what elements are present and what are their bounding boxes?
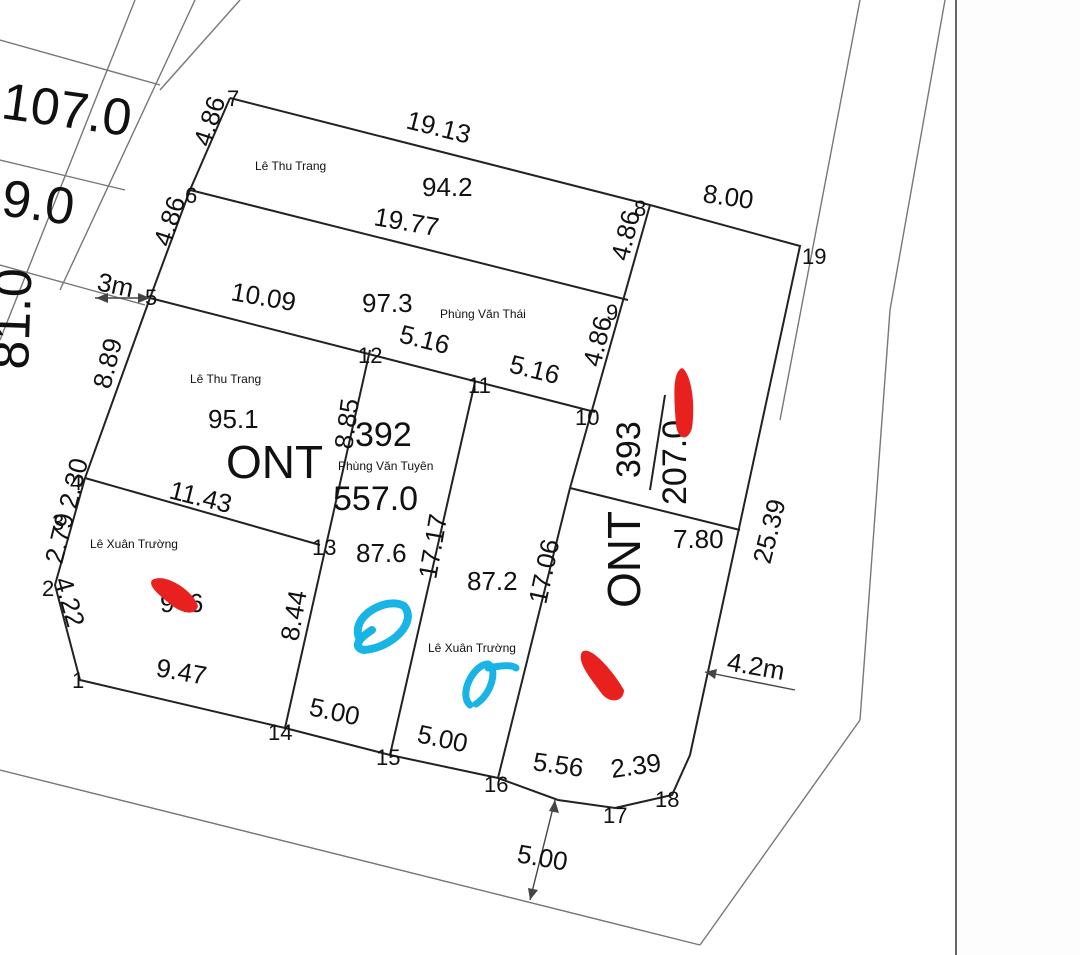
area-87-6: 87.6	[356, 538, 407, 568]
dimension-arrows	[96, 293, 717, 900]
owner-le-thu-trang-top: Lê Thu Trang	[255, 159, 326, 173]
area-95-1: 95.1	[208, 404, 259, 434]
parcel-number-393: 393	[610, 421, 648, 478]
dim-10-09: 10.09	[229, 276, 298, 317]
parcel-lines	[53, 97, 802, 901]
dim-2-79: 2.79	[39, 510, 80, 566]
road-boundaries	[0, 0, 946, 946]
dim-25-39: 25.39	[747, 496, 792, 566]
area-87-2: 87.2	[467, 566, 518, 596]
blue-mark-loop	[462, 660, 520, 709]
owner-le-thu-trang-mid: Lê Thu Trang	[190, 372, 261, 386]
dim-5-56: 5.56	[531, 746, 585, 783]
dim-2-39: 2.39	[609, 747, 663, 784]
point-12: 12	[358, 343, 382, 368]
hand-marks	[151, 368, 694, 709]
owner-phung-van-tuyen: Phùng Văn Tuyên	[338, 459, 433, 473]
point-14: 14	[268, 720, 292, 745]
dim-5-16-a: 5.16	[397, 319, 453, 360]
point-9: 9	[606, 300, 618, 325]
dim-11-43: 11.43	[167, 475, 236, 519]
point-10: 10	[575, 405, 599, 430]
point-8: 8	[634, 196, 646, 221]
dim-9-47: 9.47	[154, 652, 209, 690]
red-mark-right-top	[674, 368, 694, 438]
point-labels: 1 2 3 4 5 6 7 8 9 10 11 12 13 14 15 16 1…	[42, 86, 826, 828]
owner-le-xuan-truong-left: Lê Xuân Trường	[90, 537, 178, 551]
point-18: 18	[655, 787, 679, 812]
dim-2-30: 2.30	[53, 455, 94, 511]
dim-4-86-d: 4.86	[577, 313, 618, 369]
land-use-ont-right: ONT	[598, 511, 650, 608]
blue-mark-circle	[353, 599, 412, 655]
area-557: 557.0	[333, 480, 418, 518]
point-19: 19	[802, 244, 826, 269]
point-1: 1	[72, 668, 84, 693]
land-use-ont-left: ONT	[226, 436, 323, 488]
point-17: 17	[603, 803, 627, 828]
point-2: 2	[42, 576, 54, 601]
point-13: 13	[312, 535, 336, 560]
dim-8-89: 8.89	[87, 335, 128, 391]
dim-7-80: 7.80	[673, 524, 724, 554]
dim-8-85: 8.85	[328, 397, 365, 451]
point-6: 6	[185, 183, 197, 208]
dim-4-2m: 4.2m	[725, 646, 787, 686]
red-mark-left	[151, 578, 198, 613]
red-mark-bottom	[580, 650, 624, 701]
dim-17-17: 17.17	[412, 512, 453, 581]
owner-phung-van-thai: Phùng Văn Thái	[440, 307, 526, 321]
dim-4-86-a: 4.86	[187, 92, 231, 149]
edge-parcel-107: 107.0	[0, 72, 135, 148]
owner-le-xuan-truong-right: Lê Xuân Trường	[428, 641, 516, 655]
dim-17-06: 17.06	[523, 536, 566, 606]
parcel-number-392: 392	[355, 416, 412, 454]
point-7: 7	[227, 86, 239, 111]
dim-4-86-b: 4.86	[147, 192, 191, 249]
dim-5-00-c: 5.00	[515, 838, 570, 876]
dim-4-86-c: 4.86	[605, 207, 646, 263]
dim-4-22: 4.22	[48, 573, 91, 630]
dim-5-00-a: 5.00	[307, 692, 363, 732]
dim-19-77: 19.77	[372, 201, 441, 242]
dim-5-00-b: 5.00	[415, 719, 471, 759]
point-11: 11	[468, 373, 491, 398]
dim-8-00: 8.00	[701, 178, 755, 215]
edge-parcel-9: 9.0	[0, 169, 78, 236]
dim-19-13: 19.13	[404, 105, 474, 150]
area-97-3: 97.3	[362, 288, 413, 318]
edge-parcel-81: 81.0	[0, 267, 44, 370]
point-15: 15	[376, 745, 400, 770]
point-3: 3	[52, 510, 64, 535]
dim-5-16-b: 5.16	[507, 349, 563, 390]
point-5: 5	[145, 285, 157, 310]
right-blank-panel	[958, 0, 1080, 955]
point-16: 16	[484, 772, 508, 797]
point-4: 4	[70, 470, 82, 495]
area-94-2: 94.2	[422, 172, 473, 202]
